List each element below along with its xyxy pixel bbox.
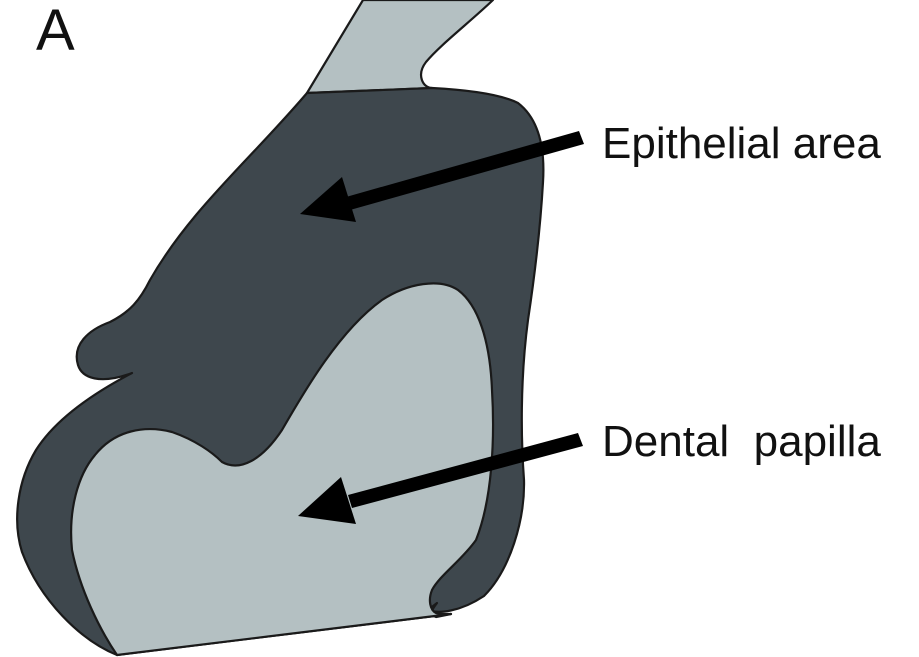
dental-papilla-label: Dental papilla: [602, 417, 881, 466]
epithelial-area-label: Epithelial area: [602, 119, 881, 168]
panel-label: A: [36, 0, 75, 63]
stalk-region: [307, 0, 493, 93]
